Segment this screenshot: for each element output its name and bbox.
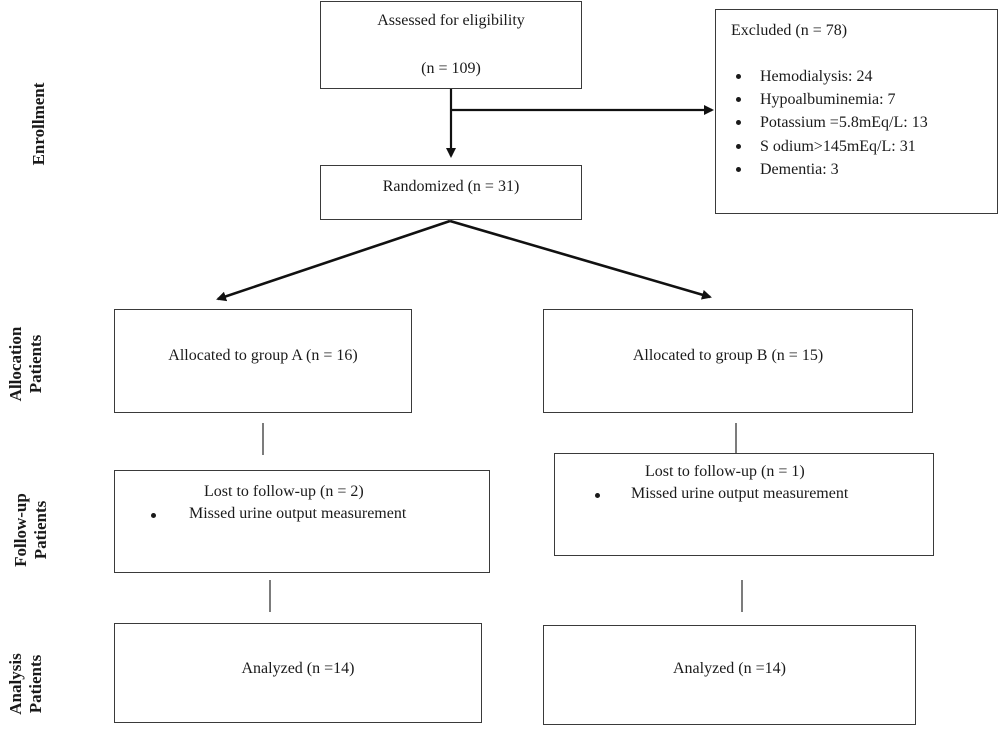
assessed-label: Assessed for eligibility [377,12,525,29]
stage-label-allocation: Allocation Patients [6,326,45,402]
bullet-icon [736,143,741,149]
bullet-icon [595,493,600,498]
group-b-lost-label: Lost to follow-up (n = 1) [645,463,805,480]
group-b-followup-box: Lost to follow-up (n = 1) Missed urine o… [554,453,934,556]
group-a-followup-box: Lost to follow-up (n = 2) Missed urine o… [114,470,490,573]
excluded-item: Hemodialysis: 24 [722,65,928,88]
bullet-icon [151,513,156,518]
group-a-lost-label: Lost to follow-up (n = 2) [204,483,364,500]
excluded-item: Dementia: 3 [722,158,928,181]
group-b-lost-reason: Missed urine output measurement [595,484,848,503]
excluded-item: Potassium =5.8mEq/L: 13 [722,111,928,134]
group-a-allocation-box: Allocated to group A (n = 16) [114,309,412,413]
bullet-icon [736,166,741,172]
group-a-allocated-label: Allocated to group A (n = 16) [168,347,358,364]
group-a-analyzed-label: Analyzed (n =14) [241,660,355,677]
assessed-count: (n = 109) [421,60,481,77]
excluded-box: Excluded (n = 78) Hemodialysis: 24 Hypoa… [715,9,998,214]
bullet-icon [736,97,741,103]
excluded-item: Hypoalbuminemia: 7 [722,88,928,111]
randomized-label: Randomized (n = 31) [382,178,520,195]
group-b-allocated-label: Allocated to group B (n = 15) [632,347,824,364]
bullet-icon [736,120,741,126]
arrow-to-group-b [449,219,712,300]
stage-label-enrollment: Enrollment [29,82,48,166]
arrow-to-group-a [216,219,451,302]
stage-label-follow-up: Follow-up Patients [11,493,50,567]
group-b-analysis-box: Analyzed (n =14) [543,625,916,725]
bullet-icon [736,74,741,79]
group-a-analysis-box: Analyzed (n =14) [114,623,482,723]
excluded-title: Excluded (n = 78) [731,22,848,39]
group-b-analyzed-label: Analyzed (n =14) [673,660,786,677]
excluded-reasons-list: Hemodialysis: 24 Hypoalbuminemia: 7 Pota… [722,65,928,181]
stage-label-analysis: Analysis Patients [6,653,45,715]
group-a-lost-reason: Missed urine output measurement [151,504,406,523]
randomized-box: Randomized (n = 31) [320,165,582,220]
excluded-item: S odium>145mEq/L: 31 [722,135,928,158]
group-b-allocation-box: Allocated to group B (n = 15) [543,309,913,413]
assessed-box: Assessed for eligibility (n = 109) [320,1,582,89]
